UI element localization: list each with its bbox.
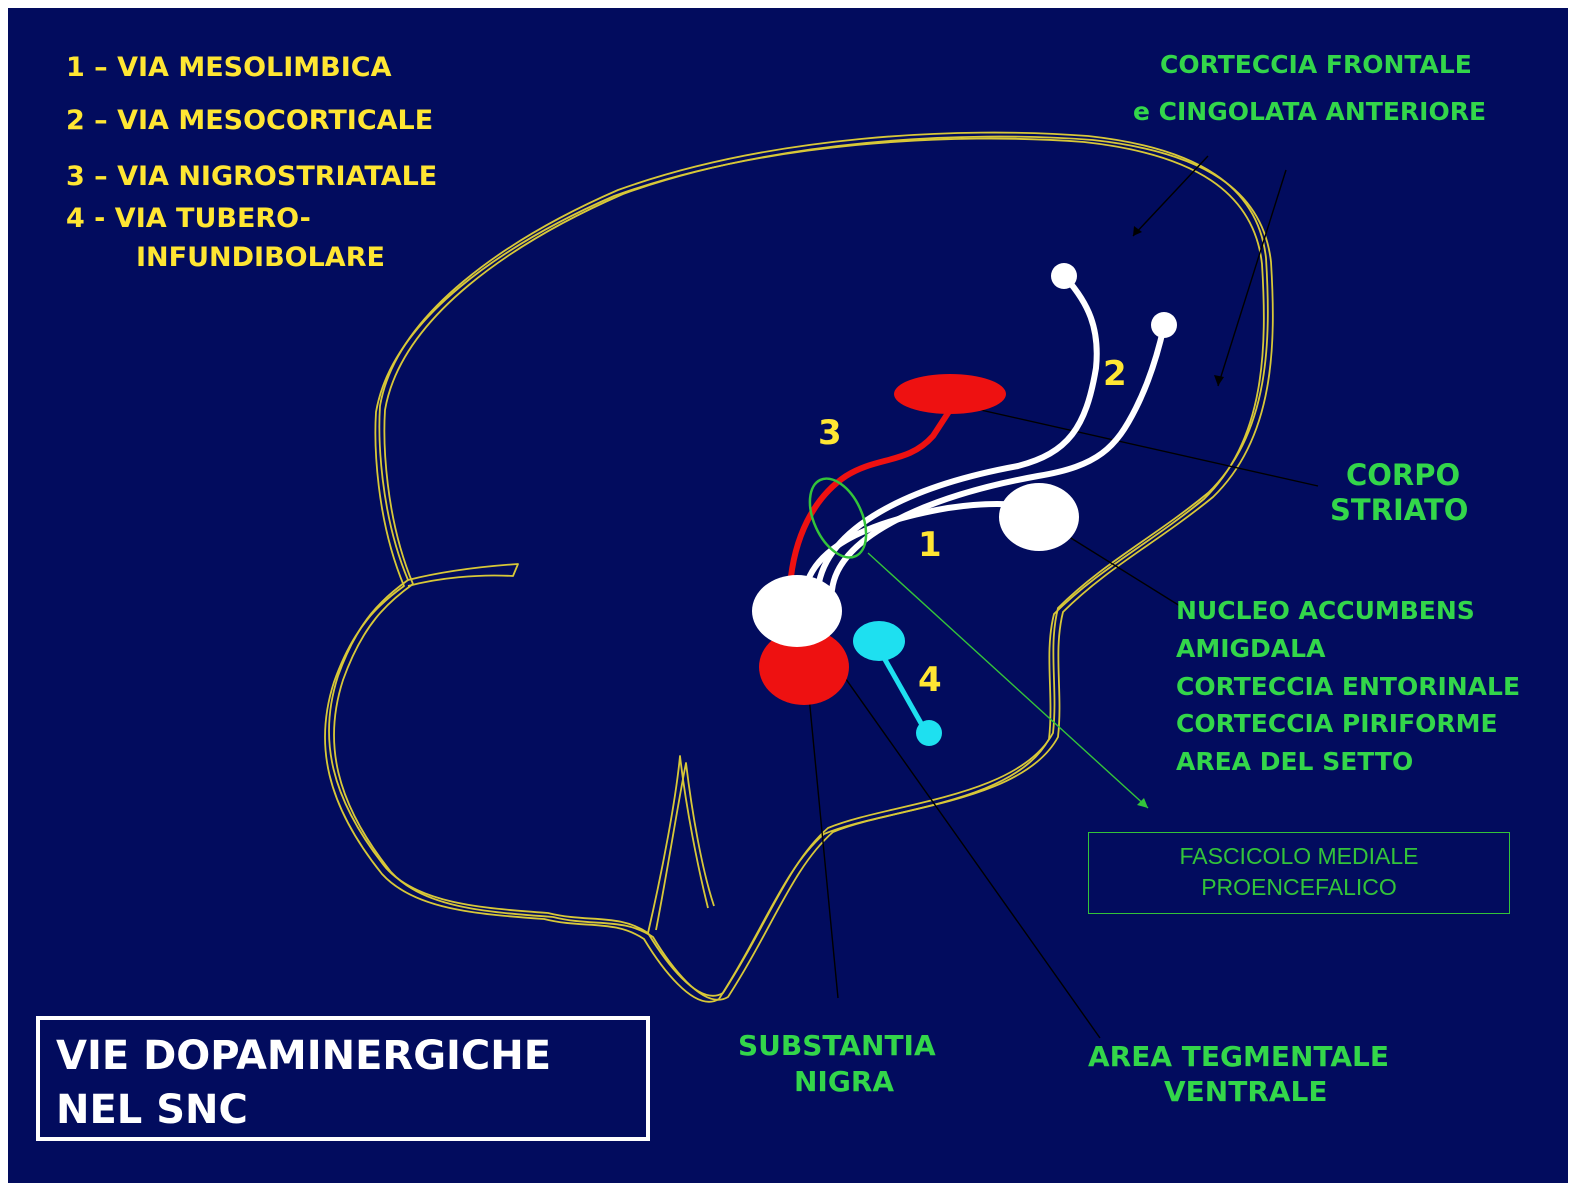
pathway-number-2: 2 bbox=[1103, 357, 1127, 391]
title-box: VIE DOPAMINERGICHE NEL SNC bbox=[36, 1016, 650, 1141]
fascicolo-label-cont: PROENCEFALICO bbox=[1089, 872, 1509, 903]
cortex-label-cont: e CINGOLATA ANTERIORE bbox=[1133, 99, 1486, 124]
corpo-striato-node bbox=[894, 374, 1006, 414]
legend-item-2: 2 – VIA MESOCORTICALE bbox=[66, 107, 433, 134]
title-line-2: NEL SNC bbox=[56, 1090, 248, 1130]
pathway-number-4: 4 bbox=[918, 663, 942, 697]
striatum-label: CORPO bbox=[1346, 461, 1460, 490]
cortex-arrow-line bbox=[1133, 156, 1208, 236]
arrowhead bbox=[1214, 375, 1224, 386]
vta-arrow-line bbox=[814, 634, 1100, 1038]
legend-item-4-cont: INFUNDIBOLARE bbox=[136, 244, 385, 271]
fascicolo-label: FASCICOLO MEDIALE bbox=[1089, 841, 1509, 872]
title-line-1: VIE DOPAMINERGICHE bbox=[56, 1036, 551, 1076]
nigra-arrow-line bbox=[808, 686, 838, 998]
target-list-item: NUCLEO ACCUMBENS bbox=[1176, 598, 1475, 623]
area-tegmentale-node bbox=[752, 575, 842, 647]
tuberoinfundibular-terminal bbox=[916, 720, 942, 746]
legend-item-1: 1 – VIA MESOLIMBICA bbox=[66, 54, 392, 81]
cortex-terminal-node bbox=[1151, 312, 1177, 338]
slide: 1 – VIA MESOLIMBICA 2 – VIA MESOCORTICAL… bbox=[8, 8, 1568, 1183]
target-list-item: CORTECCIA ENTORINALE bbox=[1176, 674, 1520, 699]
target-list-item: AMIGDALA bbox=[1176, 636, 1325, 661]
fascicolo-box: FASCICOLO MEDIALE PROENCEFALICO bbox=[1088, 832, 1510, 914]
substantia-nigra-label-cont: NIGRA bbox=[794, 1068, 894, 1096]
striatum-label-cont: STRIATO bbox=[1330, 496, 1468, 525]
white-pathways bbox=[806, 278, 1164, 590]
vta-label-cont: VENTRALE bbox=[1164, 1078, 1328, 1106]
pathway-number-1: 1 bbox=[918, 528, 942, 562]
substantia-nigra-label: SUBSTANTIA bbox=[738, 1032, 936, 1060]
target-list-item: AREA DEL SETTO bbox=[1176, 749, 1413, 774]
brain-sulcus bbox=[408, 564, 518, 586]
cortex-label: CORTECCIA FRONTALE bbox=[1160, 52, 1472, 77]
striatum-arrow-line bbox=[963, 406, 1318, 486]
vta-label: AREA TEGMENTALE bbox=[1088, 1043, 1389, 1071]
target-list-item: CORTECCIA PIRIFORME bbox=[1176, 711, 1498, 736]
pathway-number-3: 3 bbox=[818, 416, 842, 450]
nucleo-accumbens-node bbox=[999, 483, 1079, 551]
legend-item-3: 3 – VIA NIGROSTRIATALE bbox=[66, 163, 437, 190]
cortex-terminal-node bbox=[1051, 263, 1077, 289]
legend-item-4: 4 - VIA TUBERO- bbox=[66, 205, 311, 232]
cortex-arrow-line bbox=[1218, 170, 1286, 386]
tuberoinfundibular-node bbox=[853, 621, 905, 661]
